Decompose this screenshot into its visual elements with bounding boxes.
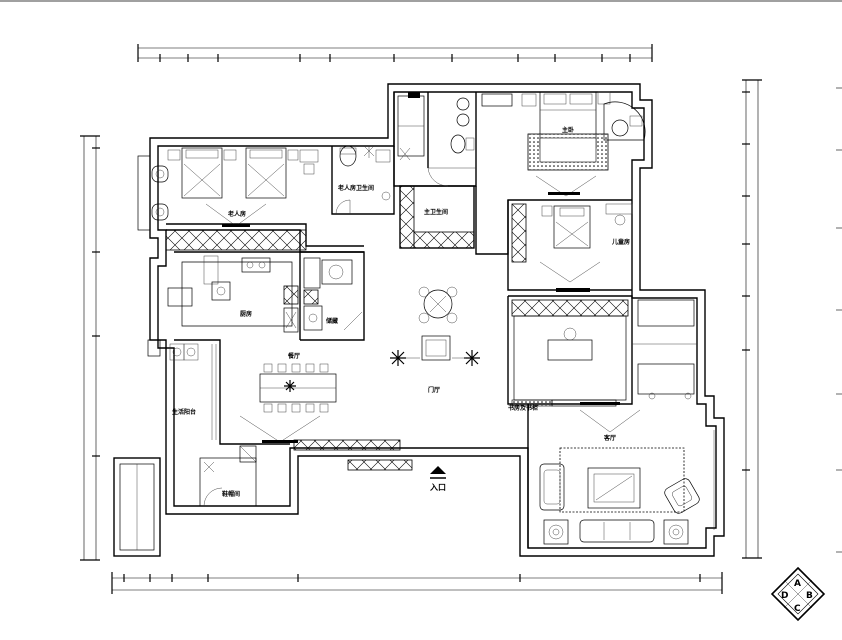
study: 书房及书柜 [508, 299, 697, 412]
bed-icon [167, 147, 237, 199]
storage-label: 储藏 [325, 317, 338, 325]
left-balcony [113, 457, 161, 557]
side-table-icon [663, 519, 689, 545]
orientation-legend: A B C D [770, 566, 826, 622]
legend-left: D [781, 591, 788, 601]
living-room: 客厅 [539, 402, 715, 545]
shoe-room-label: 鞋帽间 [222, 490, 240, 498]
master-bedroom: 主卧 [481, 91, 646, 197]
side-table-icon [543, 519, 569, 545]
plant-icon [390, 350, 406, 366]
entrance-label: 入口 [429, 483, 446, 492]
elder-bedroom: 老人房 [137, 147, 319, 251]
bed-icon [245, 147, 299, 199]
hall-label: 门厅 [428, 386, 440, 394]
plant-icon [464, 350, 480, 366]
left-dimensions [80, 135, 100, 561]
kitchen-label: 厨房 [240, 310, 252, 318]
hall: 门厅 入口 [390, 286, 480, 492]
bed-icon [541, 205, 591, 249]
elder-bathroom: 老人房卫生间 [335, 145, 391, 215]
side-balcony: 生活阳台 [147, 339, 217, 440]
outer-walls [149, 83, 725, 557]
living-label: 客厅 [603, 434, 616, 442]
laundry-area: 储藏 [303, 257, 363, 331]
child-bedroom: 儿童房 [511, 203, 633, 292]
elder-bedroom-label: 老人房 [227, 210, 246, 218]
master-bedroom-label: 主卧 [562, 126, 574, 134]
dining-label: 餐厅 [287, 352, 300, 360]
armchair-icon [151, 165, 169, 183]
sofa-icon [539, 463, 565, 511]
shoe-room: 鞋帽间 [199, 445, 257, 507]
elder-bath-label: 老人房卫生间 [337, 184, 374, 192]
dining-area: 餐厅 [239, 352, 413, 471]
closet: 主卫生间 [399, 185, 475, 249]
armchair-icon [151, 203, 169, 221]
legend-right: B [806, 591, 813, 601]
entrance-arrow-icon [430, 466, 446, 479]
bottom-dimensions [111, 572, 723, 594]
balcony-label: 生活阳台 [172, 408, 196, 416]
child-bedroom-label: 儿童房 [611, 238, 630, 246]
right-dimensions [742, 79, 762, 559]
center-bathroom [397, 92, 476, 187]
study-label: 书房及书柜 [508, 404, 538, 412]
legend-top: A [794, 579, 801, 589]
armchair-icon [664, 478, 700, 514]
top-dimensions [137, 44, 653, 62]
sofa-icon [579, 519, 655, 543]
legend-bottom: C [794, 604, 801, 614]
kitchen: 厨房 [167, 255, 299, 333]
right-edge-marks [836, 87, 842, 553]
master-bath-label: 主卫生间 [424, 208, 448, 216]
